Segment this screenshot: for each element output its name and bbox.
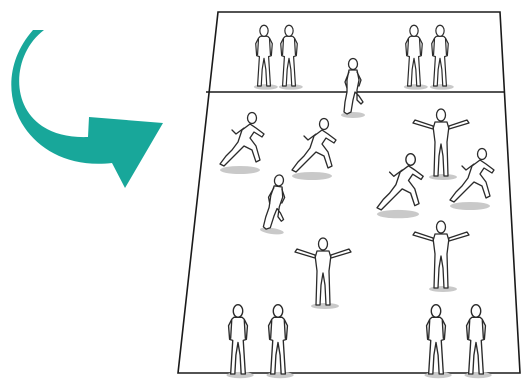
curved-arrow-icon <box>11 30 163 188</box>
